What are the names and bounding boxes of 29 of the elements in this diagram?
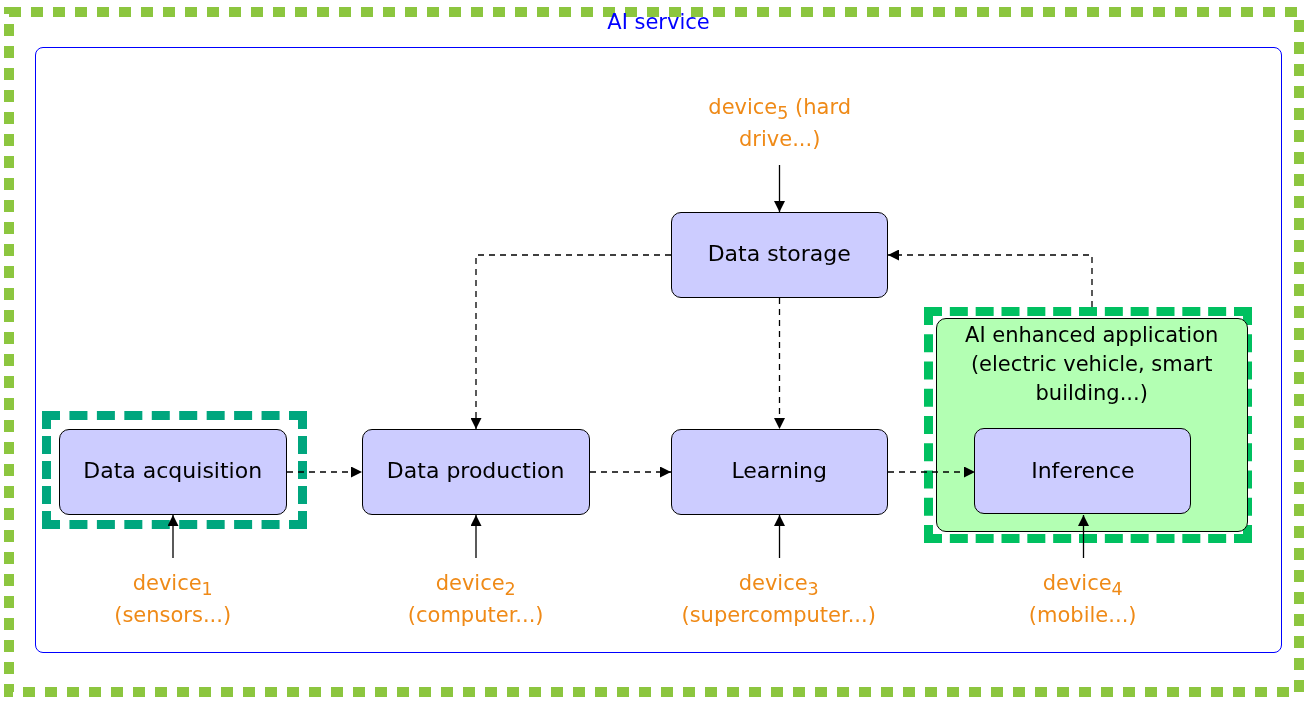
- arrow: [774, 164, 785, 213]
- arrow: [1078, 514, 1089, 559]
- process-box: [361, 428, 590, 515]
- arrow: [167, 514, 179, 559]
- process-label: Learning: [731, 457, 827, 486]
- process-label: Inference: [1031, 457, 1135, 486]
- process-box: [670, 428, 888, 515]
- arrow: [470, 514, 482, 559]
- service-title: AI service: [606, 10, 711, 34]
- process-label: Data production: [386, 457, 565, 486]
- device-label: device$_{2}$ (computer...): [406, 569, 545, 630]
- device-label: device$_{5}$ (hard drive...): [707, 93, 853, 154]
- arrow: [470, 254, 672, 430]
- arrow: [887, 249, 1093, 308]
- device-label: device$_{3}$ (supercomputer...): [680, 569, 877, 630]
- process-box: [670, 211, 888, 298]
- device-label: device$_{4}$ (mobile...): [1027, 569, 1138, 630]
- process-label: Data acquisition: [83, 457, 263, 486]
- arrow: [774, 514, 785, 559]
- process-box: [58, 428, 287, 515]
- process-box: [974, 428, 1192, 515]
- process-label: Data storage: [707, 240, 851, 269]
- dashed-highlight-frame: [41, 410, 307, 529]
- device-label: device$_{1}$ (sensors...): [113, 569, 233, 630]
- application-title: AI enhanced application (electric vehicle, smart building...): [964, 321, 1220, 408]
- arrow: [589, 466, 672, 478]
- arrow: [887, 466, 976, 478]
- arrow: [774, 297, 785, 430]
- arrow: [286, 466, 363, 478]
